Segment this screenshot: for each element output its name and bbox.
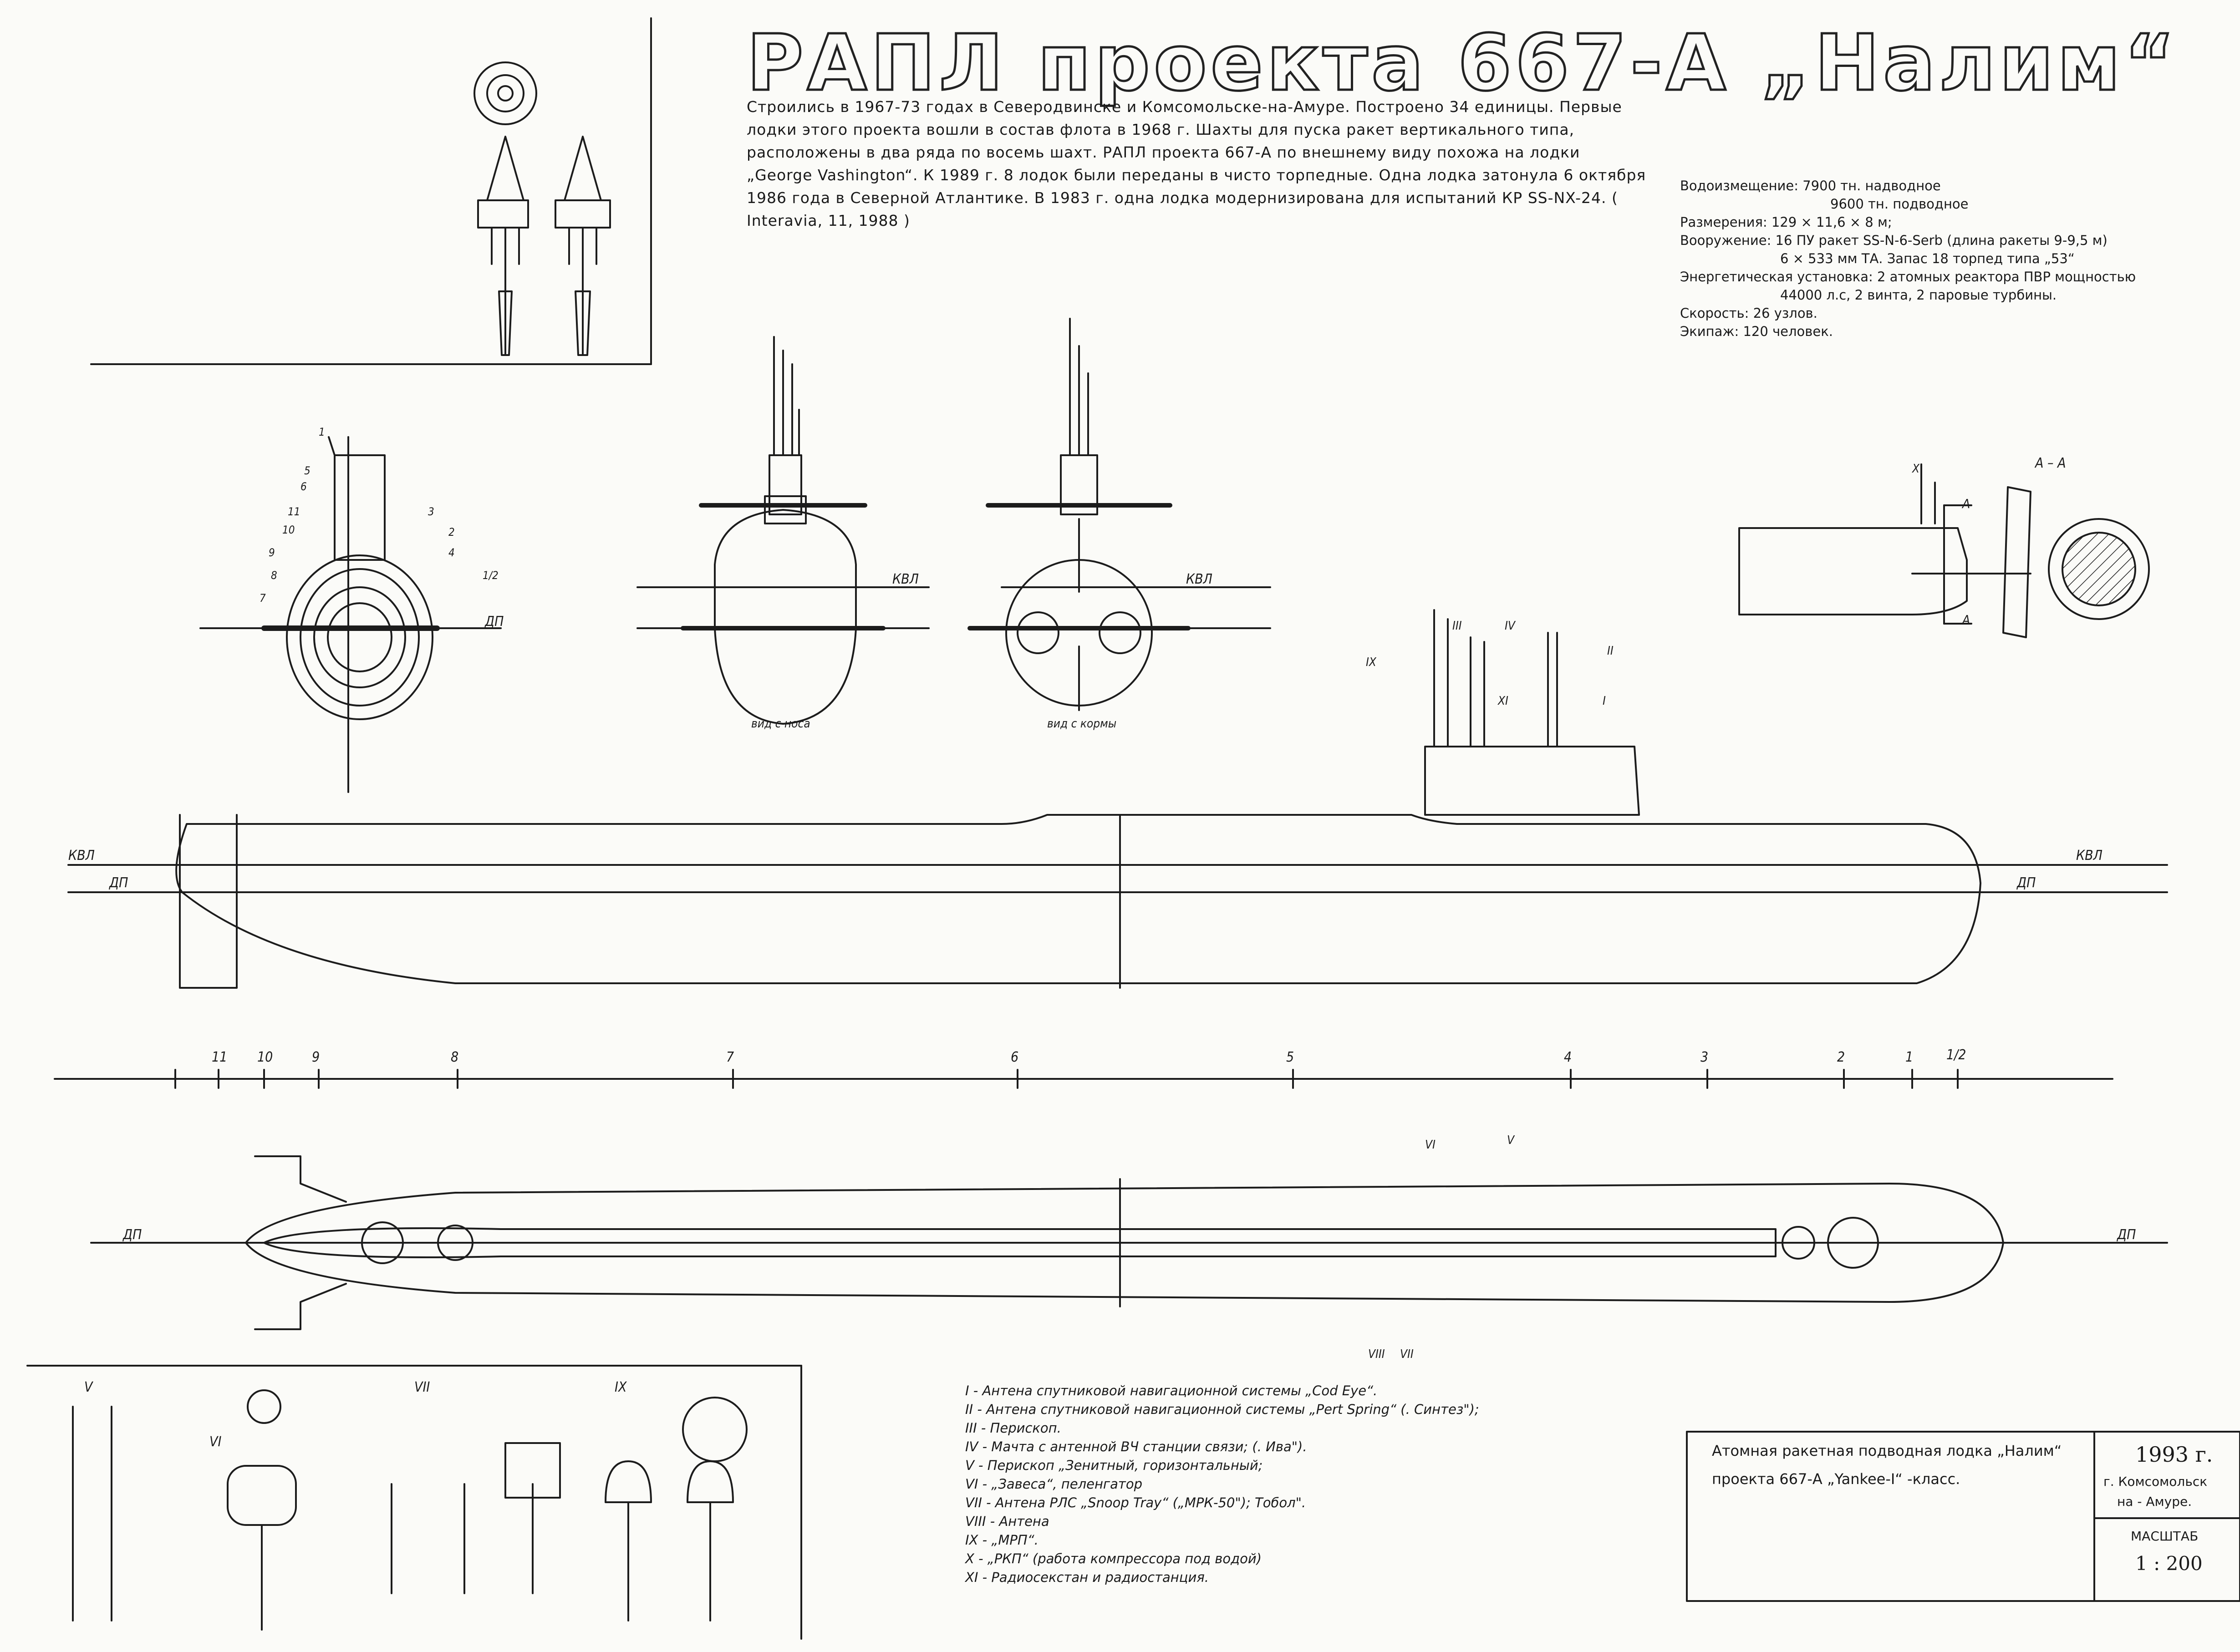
spec-line: Вооружение: 16 ПУ ракет SS-N-6-Serb (дли… (1680, 233, 2108, 248)
frame-number: 4 (1564, 1049, 1572, 1065)
title-block-place: г. Комсомольск (2103, 1474, 2208, 1489)
legend-item: VIII - Антена (965, 1514, 1049, 1529)
equipment-detail-panel (26, 1365, 802, 1640)
title-block-scale-label: МАСШТАБ (2131, 1529, 2199, 1544)
stern-view (967, 318, 1271, 711)
frame-number: 1/2 (1946, 1047, 1966, 1063)
frame-number: 10 (257, 1049, 273, 1065)
callout-roman: VIII (1368, 1347, 1385, 1361)
section-number: 10 (282, 524, 295, 536)
waterline-label: КВЛ (2076, 848, 2103, 864)
spec-line: Скорость: 26 узлов. (1680, 305, 1817, 321)
legend-item: XI - Радиосекстан и радиостанция. (965, 1570, 1209, 1585)
centerline-label: ДП (109, 875, 128, 891)
legend-item: III - Перископ. (965, 1420, 1061, 1436)
spec-line: 6 × 533 мм ТА. Запас 18 торпед типа „53“ (1780, 251, 2075, 266)
section-number: 1 (319, 426, 325, 438)
title-block-project: проекта 667-А „Yankee-I“ -класс. (1712, 1470, 1960, 1488)
frame-scale (54, 1069, 2113, 1089)
legend-item: VI - „Завеса“, пеленгатор (965, 1476, 1142, 1492)
side-profile (67, 609, 2168, 989)
legend-item: V - Перископ „Зенитный, горизонтальный; (965, 1458, 1263, 1473)
waterline-label: КВЛ (892, 571, 919, 587)
frame-number: 1 (1905, 1049, 1914, 1065)
title-block-year: 1993 г. (2135, 1442, 2213, 1467)
frame-number: 9 (312, 1049, 320, 1065)
drawing-title: РАПЛ проекта 667-А „Налим“ (745, 17, 2179, 110)
section-number: 8 (271, 569, 277, 582)
frame-number: 3 (1700, 1049, 1709, 1065)
legend-item: I - Антена спутниковой навигационной сис… (965, 1383, 1378, 1398)
section-number: 11 (288, 505, 300, 518)
frame-number: 7 (726, 1049, 734, 1065)
antenna-detail-panel (90, 17, 652, 365)
callout-roman: III (1452, 619, 1462, 633)
centerline-label: ДП (2117, 1227, 2136, 1243)
equipment-label: VI (209, 1434, 222, 1450)
section-number: 6 (300, 480, 307, 493)
title-block-scale: 1 : 200 (2135, 1552, 2203, 1575)
spec-line: Размерения: 129 × 11,6 × 8 м; (1680, 214, 1892, 230)
section-number: 1/2 (483, 569, 499, 582)
legend-item: X - „РКП“ (работа компрессора под водой) (965, 1551, 1262, 1566)
legend-item: II - Антена спутниковой навигационной си… (965, 1402, 1479, 1417)
section-number: 7 (260, 592, 266, 605)
spec-line: Водоизмещение: 7900 тн. надводное (1680, 178, 1941, 193)
legend-item: IX - „МРП“. (965, 1532, 1039, 1548)
bow-view-caption: вид с носа (751, 717, 810, 731)
drawing-intro: Строились в 1967-73 годах в Северодвинск… (747, 98, 1646, 229)
callout-roman: IV (1505, 619, 1515, 633)
legend-item: VII - Антена РЛС „Snoop Tray“ („МРК-50")… (965, 1495, 1306, 1510)
section-number: 3 (428, 505, 434, 518)
frame-number: 11 (212, 1049, 228, 1065)
equipment-label: IX (615, 1379, 627, 1395)
spec-line: Энергетическая установка: 2 атомных реак… (1680, 269, 2136, 285)
equipment-label: V (84, 1379, 93, 1395)
callout-roman: II (1607, 644, 1614, 658)
specifications: Водоизмещение: 7900 тн. надводное 9600 т… (1680, 177, 2136, 341)
callout-roman: VI (1425, 1138, 1436, 1152)
sail-inset-with-section (1738, 463, 2150, 638)
section-mark: А (1962, 612, 1970, 627)
callout-roman: V (1507, 1134, 1514, 1147)
spec-line: 44000 л.с, 2 винта, 2 паровые турбины. (1780, 287, 2057, 303)
waterline-label: КВЛ (1186, 571, 1212, 587)
stern-view-caption: вид с кормы (1047, 717, 1117, 731)
callout-roman: IX (1366, 656, 1376, 669)
callout-roman: XI (1498, 694, 1508, 708)
section-number: 9 (269, 546, 275, 559)
spec-line: Экипаж: 120 человек. (1680, 324, 1833, 339)
frame-number: 8 (451, 1049, 459, 1065)
section-number: 2 (448, 526, 455, 539)
title-block-name: Атомная ракетная подводная лодка „Налим“ (1712, 1442, 2062, 1459)
midship-section-view (199, 436, 502, 793)
equipment-label: VII (414, 1379, 430, 1395)
section-caption: А – А (2035, 455, 2066, 471)
frame-number: 6 (1011, 1049, 1019, 1065)
frame-number: 5 (1286, 1049, 1294, 1065)
section-number: 4 (448, 546, 455, 559)
callout-roman: I (1603, 694, 1606, 708)
plan-view (90, 1155, 2168, 1330)
frame-number: 2 (1837, 1049, 1845, 1065)
legend-item: IV - Мачта с антенной ВЧ станции связи; … (965, 1439, 1307, 1454)
centerline-label: ДП (123, 1227, 142, 1243)
equipment-legend: I - Антена спутниковой навигационной сис… (965, 1382, 1479, 1587)
waterline-label: КВЛ (68, 848, 95, 864)
centerline-label: ДП (2017, 875, 2036, 891)
callout-roman: VII (1400, 1347, 1414, 1361)
bow-view (636, 336, 930, 725)
title-block-frame (1686, 1431, 2240, 1602)
section-mark: А (1962, 496, 1970, 511)
callout-roman: X (1912, 462, 1920, 476)
section-number: 5 (304, 464, 311, 477)
centerline-label: ДП (485, 614, 504, 630)
title-block-place: на - Амуре. (2117, 1494, 2192, 1509)
spec-line: 9600 тн. подводное (1830, 196, 1969, 212)
